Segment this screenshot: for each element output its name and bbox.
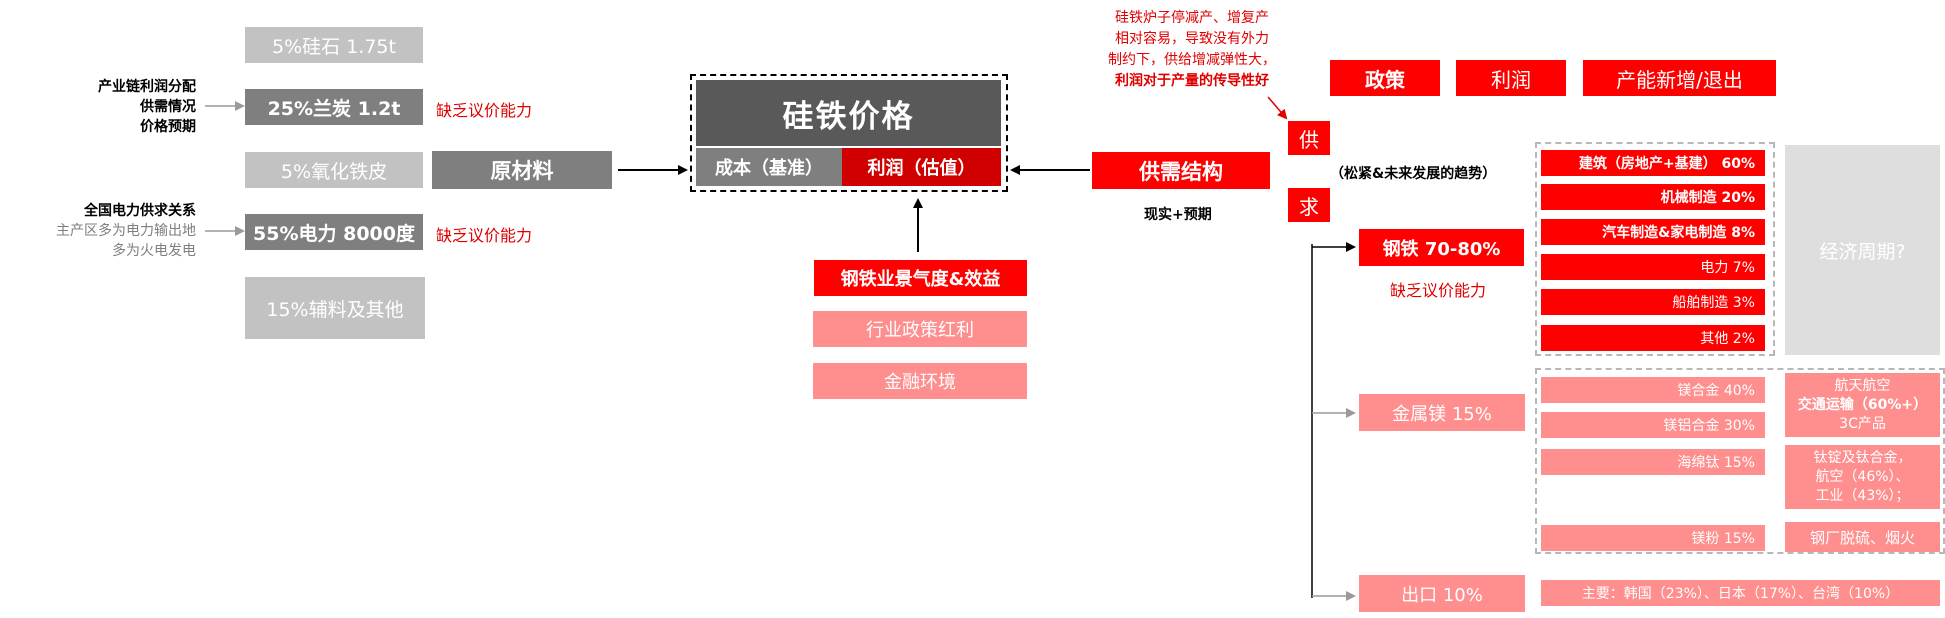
supply-trend-note: （松紧&未来发展的趋势） [1330,166,1497,182]
steel-use-power: 电力 7% [1541,254,1765,280]
steel-demand-box: 钢铁 70-80% [1359,229,1524,266]
magnesium-uses-group [1535,368,1945,554]
iron-scale-box: 5%氧化铁皮 [245,152,423,188]
arrow-note-to-supply [1267,96,1288,120]
steel-industry-factor: 钢铁业景气度&效益 [814,260,1027,296]
price-box: 硅铁价格 成本（基准） 利润（估值） [690,74,1008,192]
mg-use-alloy: 镁合金 40% [1541,377,1765,403]
mg-app-desulfurization: 钢厂脱硫、烟火 [1785,522,1940,552]
power-box: 55%电力 8000度 [245,214,423,250]
mg-use-al-alloy: 镁铝合金 30% [1541,412,1765,438]
steel-uses-group [1535,142,1775,356]
supply-label: 供 [1288,121,1330,155]
silica-box: 5%硅石 1.75t [245,27,423,63]
raw-materials-title: 原材料 [432,151,612,189]
export-destinations: 主要：韩国（23%）、日本（17%）、台湾（10%） [1541,580,1940,606]
demand-label: 求 [1288,188,1330,222]
economic-cycle-box: 经济周期? [1785,145,1940,355]
capacity-label: 产能新增/退出 [1583,60,1776,96]
price-title: 硅铁价格 [696,80,1001,146]
coal-note: 产业链利润分配 供需情况 价格预期 [98,79,196,135]
mg-app-titanium: 钛锭及钛合金， 航空（46%）、 工业（43%）； [1785,445,1940,509]
semi-coke-no-pricing: 缺乏议价能力 [436,101,533,120]
steel-use-auto-appliance: 汽车制造&家电制造 8% [1541,219,1765,245]
mg-use-powder: 镁粉 15% [1541,525,1765,551]
power-no-pricing: 缺乏议价能力 [436,226,533,245]
policy-label: 政策 [1330,60,1440,96]
supply-demand-title: 供需结构 [1092,152,1270,189]
supply-demand-subtitle: 现实+预期 [1144,207,1212,223]
mg-use-sponge-ti: 海绵钛 15% [1541,449,1765,475]
mg-app-transport: 航天航空 交通运输（60%+） 3C产品 [1785,373,1940,437]
steel-use-construction: 建筑（房地产+基建） 60% [1541,150,1765,176]
price-cost: 成本（基准） [696,148,842,186]
finance-factor: 金融环境 [813,363,1027,399]
export-box: 出口 10% [1359,575,1525,612]
magnesium-box: 金属镁 15% [1359,394,1525,431]
steel-use-other: 其他 2% [1541,325,1765,351]
steel-use-shipbuilding: 船舶制造 3% [1541,289,1765,315]
power-note: 全国电力供求关系 主产区多为电力输出地 多为火电发电 [56,203,196,259]
price-profit: 利润（估值） [842,148,1001,186]
profit-label: 利润 [1456,60,1566,96]
auxiliary-box: 15%辅料及其他 [245,277,425,339]
semi-coke-box: 25%兰炭 1.2t [245,89,423,125]
steel-no-pricing: 缺乏议价能力 [1390,281,1487,300]
policy-factor: 行业政策红利 [813,311,1027,347]
steel-use-machinery: 机械制造 20% [1541,184,1765,210]
supply-elasticity-note: 硅铁炉子停减产、增复产 相对容易，导致没有外力 制约下，供给增减弹性大， 利润对… [1108,10,1276,89]
